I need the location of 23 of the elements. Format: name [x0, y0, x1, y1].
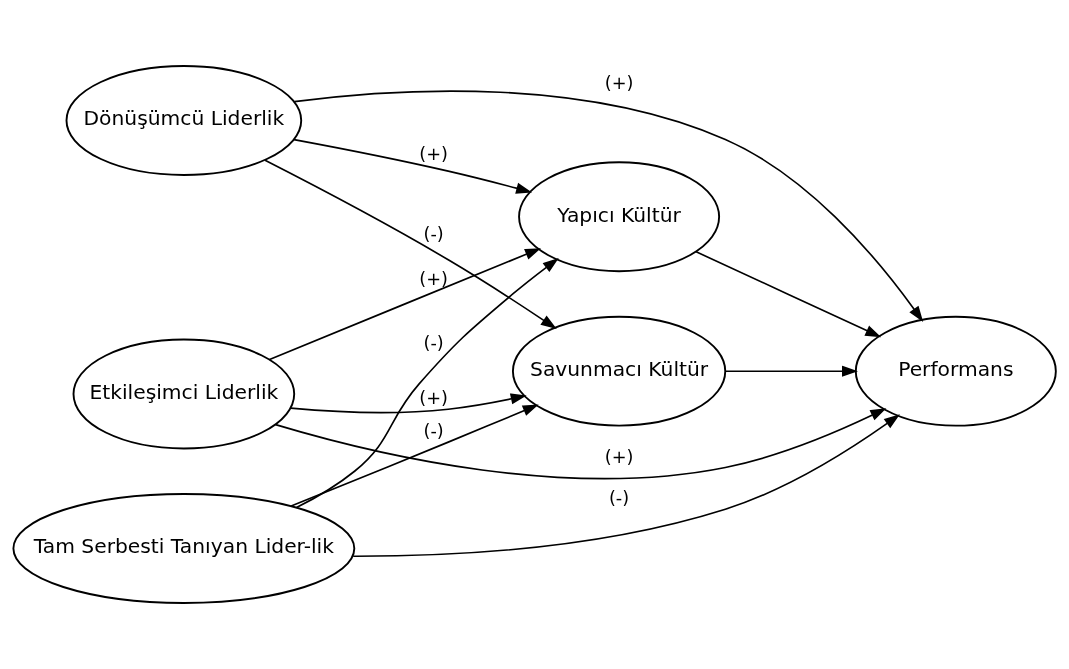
edge-label: (-): [423, 332, 444, 353]
node-ellipse: Tam Serbesti Tanıyan Lider-lik: [12, 493, 356, 604]
edge-label: (+): [419, 388, 449, 409]
arrow: [724, 365, 858, 377]
edge-label: (+): [419, 269, 449, 290]
arrow: [352, 414, 900, 558]
arrow: [274, 408, 887, 480]
edge-label: (+): [419, 144, 449, 165]
arrow: [290, 404, 539, 507]
arrow: [295, 258, 559, 509]
arrow: [293, 90, 924, 322]
arrow: [695, 250, 882, 338]
edge-label: (+): [604, 73, 634, 94]
edge-label: (+): [604, 446, 634, 467]
arrow: [293, 138, 533, 194]
node-ellipse: Dönüşümcü Liderlik: [65, 65, 303, 176]
edge-label: (-): [423, 421, 444, 442]
edge-label: (-): [423, 223, 444, 244]
edge-label: (-): [608, 488, 630, 509]
arrow: [289, 393, 527, 414]
node-ellipse: Etkileşimci Liderlik: [72, 338, 296, 450]
arrow: [268, 248, 541, 361]
arrow: [264, 159, 557, 330]
